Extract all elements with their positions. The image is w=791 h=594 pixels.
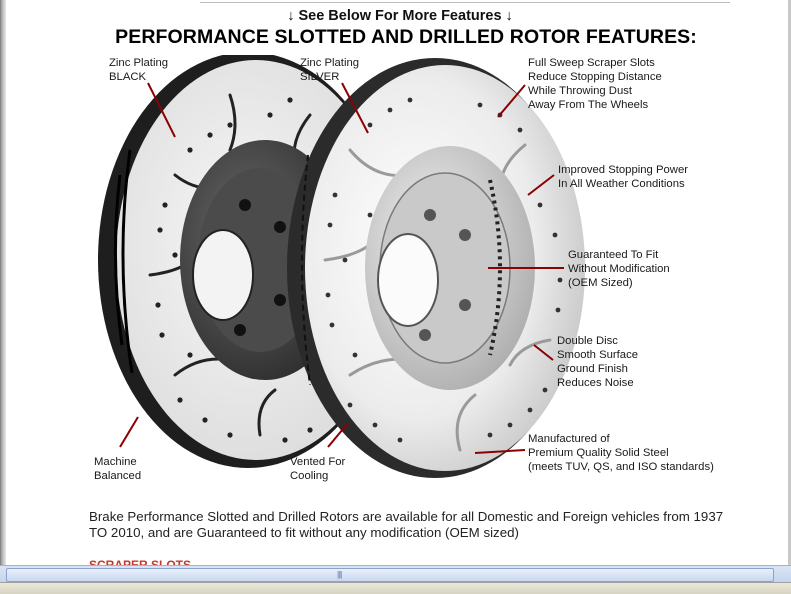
rotor-feature-diagram: Zinc Plating BLACK Zinc Plating SILVER F… [80, 52, 740, 495]
label-scraper-slots: Full Sweep Scraper Slots Reduce Stopping… [528, 57, 662, 111]
clipped-top-content [200, 0, 730, 3]
page-title: PERFORMANCE SLOTTED AND DRILLED ROTOR FE… [115, 26, 697, 48]
silver-rotor [287, 58, 585, 478]
scrollbar-thumb[interactable]: |||| [6, 568, 774, 582]
label-zinc-silver: Zinc Plating SILVER [300, 57, 360, 83]
pointer-lines [119, 82, 564, 454]
horizontal-scrollbar[interactable]: |||| [0, 565, 791, 583]
label-manufactured: Manufactured of Premium Quality Solid St… [528, 433, 714, 473]
scrollbar-grip-icon: |||| [337, 570, 342, 579]
section-heading-cut: SCRAPER SLOTS [89, 560, 191, 565]
label-guaranteed-fit: Guaranteed To Fit Without Modification (… [568, 249, 670, 289]
window-right-border [788, 0, 791, 565]
see-below-caption: ↓ See Below For More Features ↓ [287, 8, 513, 24]
label-vented-for-cooling: Vented For Cooling [290, 456, 346, 482]
window-bottom-bar [0, 582, 791, 594]
label-stopping-power: Improved Stopping Power In All Weather C… [558, 164, 688, 190]
rotor-illustration [98, 52, 585, 478]
label-zinc-black: Zinc Plating BLACK [109, 57, 169, 83]
label-machine-balanced: Machine Balanced [94, 456, 142, 482]
availability-description: Brake Performance Slotted and Drilled Ro… [89, 509, 724, 540]
window-left-border [0, 0, 6, 565]
label-double-disc: Double Disc Smooth Surface Ground Finish… [557, 335, 639, 389]
